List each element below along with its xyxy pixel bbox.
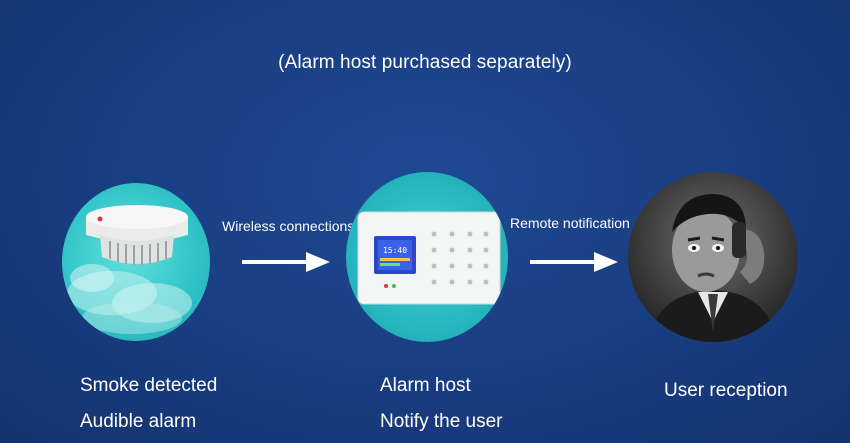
user-on-phone-icon <box>648 194 778 342</box>
panel-time: 15:40 <box>383 246 407 255</box>
user-photo <box>628 172 798 342</box>
smoke-detector-image <box>62 183 210 341</box>
alarm-host-caption: Alarm host <box>380 375 471 396</box>
remote-notification-label: Remote notification <box>510 215 630 231</box>
audible-alarm-caption: Audible alarm <box>80 411 197 432</box>
arrow-right-icon <box>242 252 330 272</box>
smoke-detector-icon <box>67 205 192 334</box>
subtitle: (Alarm host purchased separately) <box>278 52 572 73</box>
notify-user-caption: Notify the user <box>380 411 503 432</box>
smoke-detected-caption: Smoke detected <box>80 375 218 396</box>
alarm-panel-icon: 15:40 <box>357 211 501 305</box>
alarm-host-image: 15:40 <box>346 172 508 342</box>
user-reception-caption: User reception <box>664 380 788 401</box>
arrow-right-icon <box>530 252 618 272</box>
wireless-connection-label: Wireless connections <box>222 218 355 234</box>
